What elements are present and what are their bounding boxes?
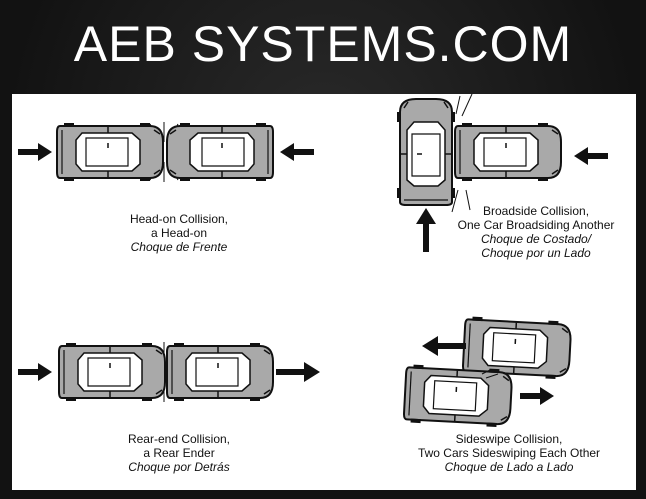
caption-line: Head-on Collision, — [129, 212, 229, 226]
caption-spanish: Choque de Costado/ — [480, 232, 592, 246]
head-on-caption: Head-on Collision, a Head-on Choque de F… — [104, 212, 254, 254]
arrow-right-icon — [18, 143, 52, 161]
caption-spanish: Choque por Detrás — [128, 460, 230, 474]
caption-line: One Car Broadsiding Another — [457, 218, 615, 232]
arrow-left-icon — [574, 147, 608, 165]
arrow-right-icon — [18, 363, 52, 381]
caption-spanish: Choque de Frente — [130, 240, 228, 254]
arrow-up-icon — [416, 208, 436, 252]
broadside-caption: Broadside Collision, One Car Broadsiding… — [440, 204, 632, 260]
sideswipe-illustration — [402, 315, 573, 429]
rear-end-illustration — [18, 341, 320, 403]
arrow-right-icon — [276, 362, 320, 382]
car-icon — [397, 99, 455, 205]
car-icon — [58, 342, 166, 402]
caption-spanish: Choque por un Lado — [481, 246, 591, 260]
rear-end-caption: Rear-end Collision, a Rear Ender Choque … — [104, 432, 254, 474]
car-icon — [166, 122, 274, 182]
caption-line: a Rear Ender — [143, 446, 215, 460]
car-icon — [56, 122, 164, 182]
caption-spanish: Choque de Lado a Lado — [444, 460, 574, 474]
arrow-left-icon — [422, 336, 466, 356]
car-icon — [402, 363, 514, 429]
caption-line: Rear-end Collision, — [127, 432, 231, 446]
caption-line: a Head-on — [150, 226, 208, 240]
caption-line: Sideswipe Collision, — [455, 432, 563, 446]
car-icon — [454, 122, 562, 182]
broadside-illustration — [397, 94, 608, 252]
sideswipe-caption: Sideswipe Collision, Two Cars Sideswipin… — [404, 432, 614, 474]
head-on-illustration — [18, 121, 314, 183]
caption-line: Broadside Collision, — [482, 204, 590, 218]
arrow-right-icon — [520, 387, 554, 405]
car-icon — [166, 342, 274, 402]
arrow-left-icon — [280, 143, 314, 161]
caption-line: Two Cars Sideswiping Each Other — [417, 446, 601, 460]
site-title: AEB SYSTEMS.COM — [73, 16, 573, 72]
collision-illustrations — [18, 94, 608, 429]
collision-diagram-panel: Head-on Collision, a Head-on Choque de F… — [12, 94, 636, 490]
